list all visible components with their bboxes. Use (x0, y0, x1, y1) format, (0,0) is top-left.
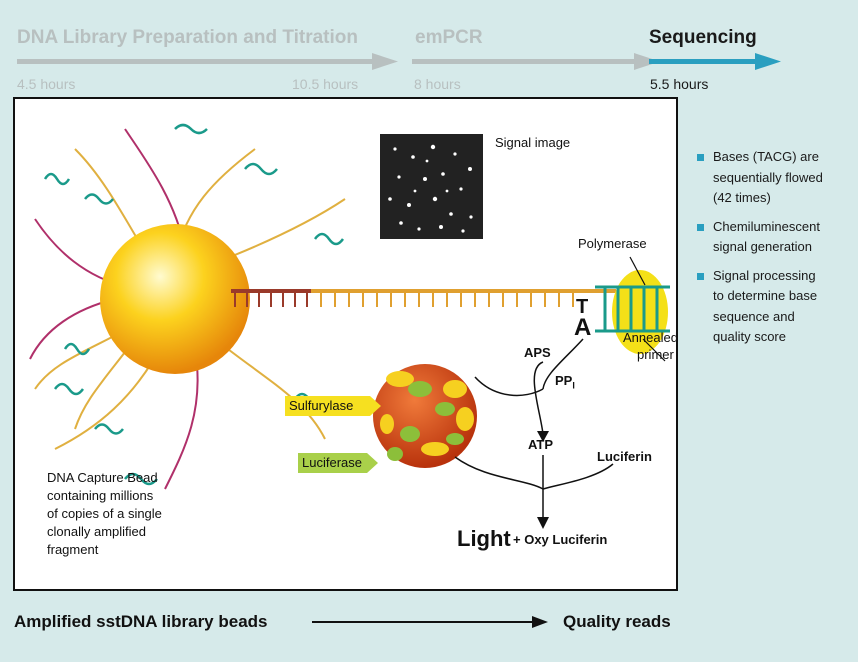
bullet-square-icon (697, 272, 704, 280)
polymerase-pointer (629, 256, 646, 286)
luciferase-label: Luciferase (302, 455, 362, 470)
bead-caption-line: fragment (47, 542, 99, 557)
reaction-arrows (454, 338, 614, 519)
aps-label: APS (524, 345, 551, 360)
footer-output-label: Quality reads (563, 612, 671, 631)
step-signal-processing: Signal processing to determine base sequ… (697, 266, 857, 348)
bullet-line: sequence and (713, 308, 795, 324)
sulfurylase-blobs (380, 371, 474, 456)
stage1-start-duration: 4.5 hours (17, 76, 76, 92)
luciferin-label: Luciferin (597, 449, 652, 464)
bullet-line: to determine base (713, 288, 818, 303)
bead-caption-line: DNA Capture Bead (47, 470, 158, 485)
bullet-line: sequentially flowed (713, 169, 823, 185)
ppi-text: PP (555, 373, 573, 388)
primer-pointer (642, 338, 666, 362)
bullet-line: quality score (713, 329, 786, 344)
bullet-line: signal generation (713, 239, 813, 254)
luciferase-tag (298, 453, 378, 473)
step-chemiluminescent: Chemiluminescent signal generation (697, 217, 857, 258)
base-a-label: A (574, 314, 592, 341)
bead-caption-line: clonally amplified (47, 524, 146, 539)
bead-caption-line: containing millions (47, 488, 154, 503)
atp-label: ATP (528, 437, 554, 452)
light-label: Light (457, 526, 511, 551)
bullet-square-icon (697, 223, 704, 231)
bead-caption-line: of copies of a single (47, 506, 162, 521)
ppi-label: PPI (555, 373, 575, 391)
timeline-arrows (17, 53, 781, 70)
diagram-panel: Signal image Polymerase T A Annealed pri… (13, 97, 678, 591)
stage-library-prep-label: DNA Library Preparation and Titration (17, 27, 358, 48)
stage3-arrow (649, 53, 781, 70)
footer-input-label: Amplified sstDNA library beads (14, 612, 268, 631)
luciferase-blobs (387, 381, 464, 461)
stage2-arrow (412, 53, 660, 70)
bullet-line: Chemiluminescent (713, 218, 820, 234)
signal-image-label: Signal image (495, 135, 571, 150)
arrow-head-1 (537, 431, 549, 442)
oxy-luciferin-label: + Oxy Luciferin (513, 532, 608, 547)
sulfurylase-tag (285, 396, 381, 416)
stage3-duration: 5.5 hours (650, 76, 709, 92)
signal-image (380, 134, 483, 239)
polymerase-label: Polymerase (578, 236, 647, 251)
ppi-subscript: I (572, 380, 575, 391)
diagram-illustration (29, 123, 670, 529)
stage1-arrow (17, 53, 398, 70)
polymerase-blob (612, 270, 668, 354)
step-bases-flowed: Bases (TACG) are sequentially flowed (42… (697, 147, 857, 209)
base-t-label: T (576, 296, 589, 318)
bullet-line: Bases (TACG) are (713, 149, 819, 164)
stage-sequencing-label: Sequencing (649, 27, 757, 48)
annealed-primer-label-1: Annealed (623, 330, 678, 345)
bead-caption: DNA Capture Bead containing millions of … (47, 469, 162, 559)
annealed-primer-ladder (595, 285, 670, 333)
stage-empcr-label: emPCR (415, 27, 483, 48)
stage2-duration: 8 hours (414, 76, 461, 92)
stage1-end-duration: 10.5 hours (292, 76, 359, 92)
sequencing-steps-list: Bases (TACG) are sequentially flowed (42… (697, 147, 857, 356)
bullet-line: Signal processing (713, 267, 816, 283)
sulfurylase-label: Sulfurylase (289, 398, 354, 413)
annealed-primer-label-2: primer (637, 347, 674, 362)
signal-image-spots (388, 144, 473, 233)
bullet-line: (42 times) (713, 190, 771, 205)
dna-capture-bead (100, 224, 250, 374)
dna-strand-ladder (231, 289, 616, 307)
footer-arrow (312, 616, 548, 628)
arrow-head-2 (537, 517, 549, 529)
bullet-square-icon (697, 154, 704, 161)
